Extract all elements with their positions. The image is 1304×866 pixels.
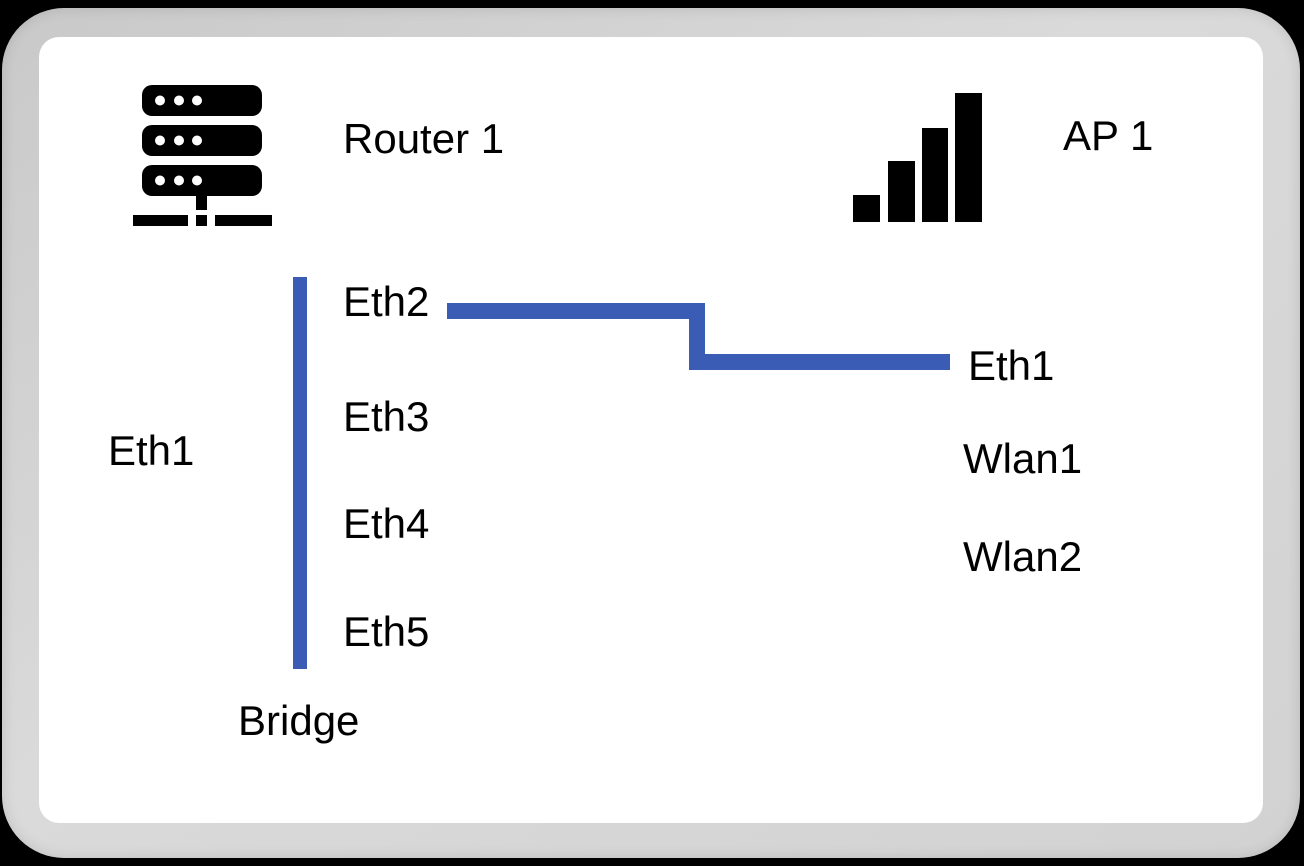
ap-port-wlan2-label: Wlan2 bbox=[963, 533, 1083, 580]
bridge-label: Bridge bbox=[238, 697, 360, 744]
signal-bars-icon bbox=[853, 93, 982, 222]
bridge-group-line bbox=[293, 277, 307, 669]
router-port-eth2-label: Eth2 bbox=[343, 278, 430, 325]
ap-title: AP 1 bbox=[1063, 112, 1154, 159]
router-title: Router 1 bbox=[343, 115, 505, 162]
router-port-eth5-label: Eth5 bbox=[343, 608, 430, 655]
ap-port-wlan1-label: Wlan1 bbox=[963, 435, 1083, 482]
ap-port-eth1-label: Eth1 bbox=[968, 342, 1055, 389]
router-icon bbox=[133, 85, 272, 226]
router-port-eth3-label: Eth3 bbox=[343, 393, 430, 440]
router-port-eth1-label: Eth1 bbox=[108, 427, 195, 474]
router-port-eth4-label: Eth4 bbox=[343, 500, 430, 547]
